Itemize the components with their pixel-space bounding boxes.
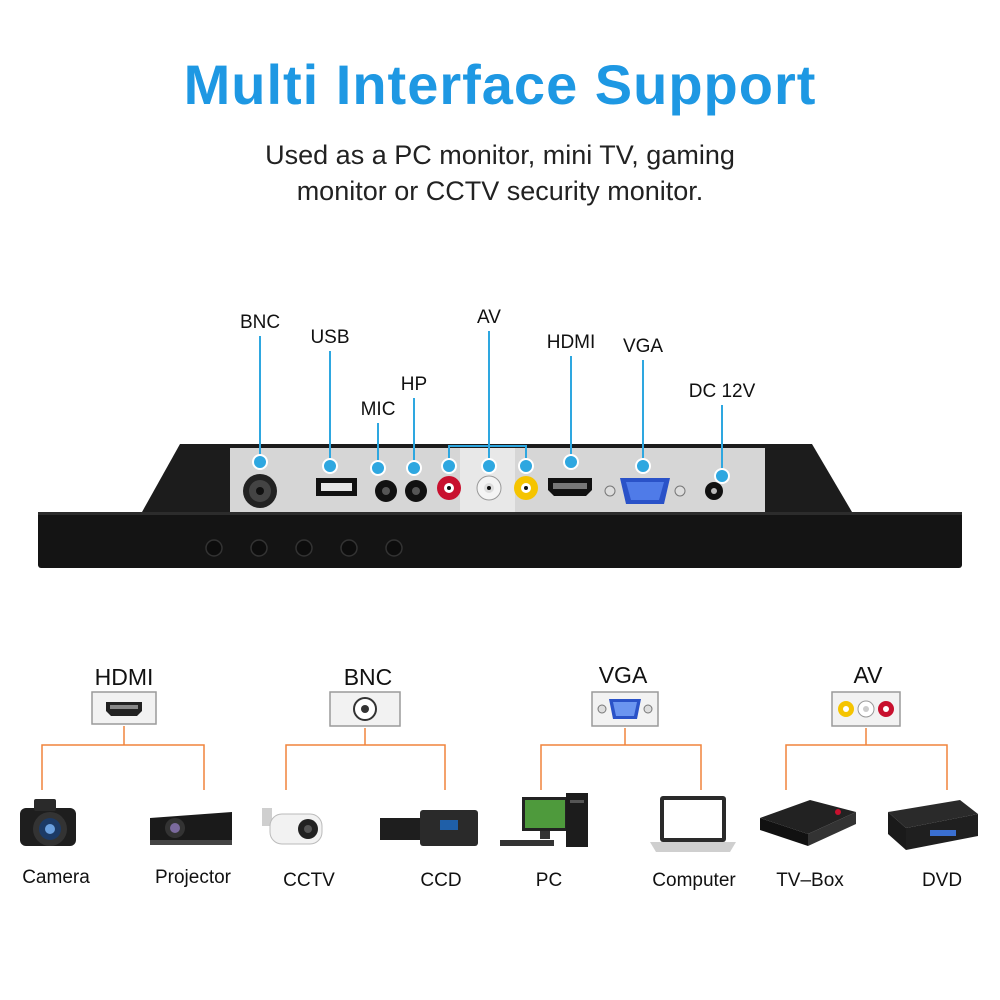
port-label-av: AV [477,307,501,328]
group-label-vga: VGA [598,662,648,688]
callout-lines [259,331,723,476]
usb-port-icon [316,478,357,496]
bezel-buttons [205,539,403,557]
rca-red-icon [437,476,461,500]
subtitle-line-1: Used as a PC monitor, mini TV, gaming [265,140,735,170]
device-label-dvd: DVD [921,870,963,891]
cctv-camera-icon [262,808,323,845]
device-label-projector: Projector [154,867,232,888]
power-button-icon [385,539,403,557]
desktop-pc-icon [500,793,588,847]
hp-jack-icon [405,480,427,502]
port-label-hdmi: HDMI [546,332,596,353]
hdmi-port-icon [548,478,592,496]
device-label-ccd: CCD [420,870,462,891]
device-label-computer: Computer [652,870,736,891]
port-label-vga: VGA [622,336,664,357]
down-button-icon [295,539,313,557]
port-label-bnc: BNC [239,312,281,333]
bnc-badge-icon [329,691,401,727]
rca-yellow-icon [514,476,538,500]
bnc-port-icon [243,474,277,508]
port-label-usb: USB [310,327,350,348]
vga-port-icon [604,478,686,504]
av-badge-icon [831,691,901,727]
group-label-av: AV [853,662,883,688]
port-label-dc: DC 12V [688,381,756,402]
vga-badge-icon [591,691,659,727]
dvd-player-icon [888,800,978,850]
up-button-icon [250,539,268,557]
device-label-pc: PC [535,870,563,891]
dc-jack-icon [705,482,723,500]
subtitle-line-2: monitor or CCTV security monitor. [296,176,704,206]
menu-button-icon [205,539,223,557]
device-label-tv-box: TV–Box [776,870,844,891]
port-label-mic: MIC [360,399,396,420]
device-label-cctv: CCTV [283,870,335,891]
subtitle: Used as a PC monitor, mini TV, gaming mo… [0,137,1000,209]
port-label-hp: HP [400,374,428,395]
tv-box-icon [760,800,856,846]
group-label-bnc: BNC [343,664,393,690]
hdmi-badge-icon [91,691,157,725]
group-label-hdmi: HDMI [94,664,154,690]
callout-dots [252,454,730,484]
camera-icon [20,799,76,846]
rca-white-icon [476,475,502,501]
device-label-camera: Camera [22,867,90,888]
monitor-bezel [38,512,962,568]
mic-jack-icon [375,480,397,502]
page-title: Multi Interface Support [183,53,817,116]
connection-trees [41,726,948,790]
ccd-camera-icon [380,810,478,846]
projector-icon [150,812,232,845]
laptop-icon [650,796,736,852]
bezel-edge [38,512,962,515]
source-button-icon [340,539,358,557]
